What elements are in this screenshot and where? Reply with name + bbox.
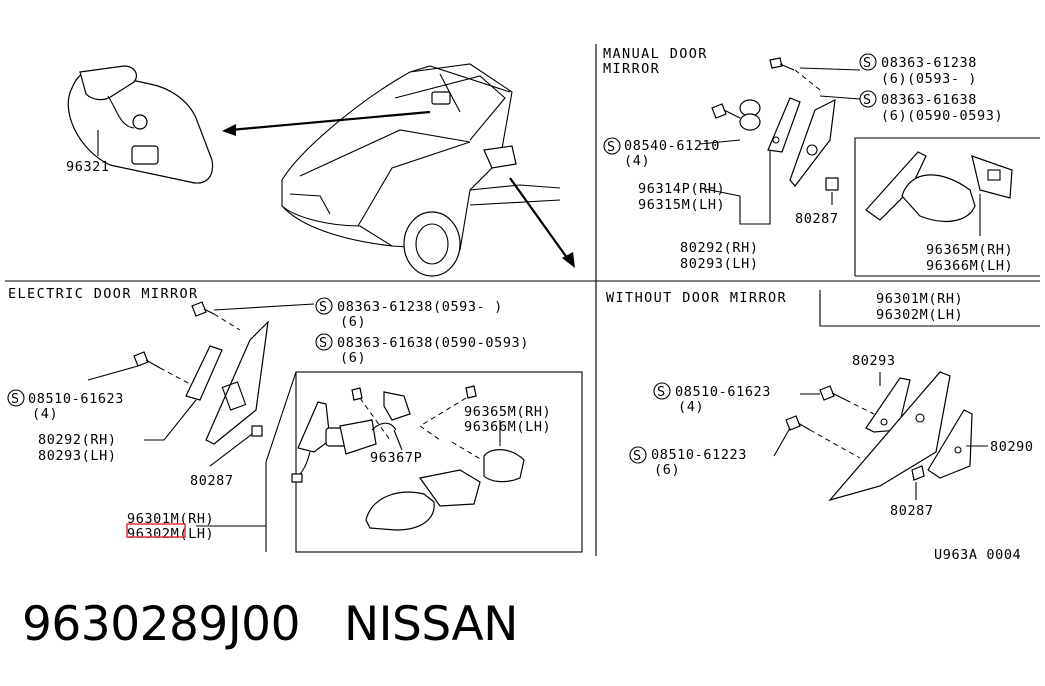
section-title-manual-1: MANUAL DOOR (603, 46, 708, 62)
label-m-mirror-lh: 96302M(LH) (876, 307, 963, 323)
footer-caption: 9630289J00 NISSAN (22, 597, 518, 652)
leader (739, 150, 771, 225)
label-e-actuator: 96367P (370, 450, 422, 466)
electric-mirror-parts (133, 301, 269, 445)
leader (699, 187, 741, 197)
leader (799, 67, 861, 71)
label-e-nut: 80287 (190, 473, 234, 489)
svg-text:S: S (607, 139, 616, 155)
highlight-box (126, 523, 186, 538)
manual-mirror-parts (711, 57, 1013, 223)
label-w-screw2-sub: (6) (654, 462, 680, 478)
label-e-screw: 08510-61623 (28, 391, 124, 407)
label-e-screw-sub: (4) (32, 406, 58, 422)
leader (209, 433, 253, 467)
label-m-bolt1: 08363-61238 (881, 55, 977, 71)
s-symbol-icon: S S (629, 382, 671, 464)
label-m-cover-rh: 96314P(RH) (638, 181, 725, 197)
label-e-mirror-lh: 96302M(LH) (127, 526, 214, 542)
diagram-code: U963A 0004 (934, 547, 1021, 563)
car-illustration (281, 63, 561, 277)
label-e-bolt1: 08363-61238(0593- ) (337, 299, 503, 315)
label-w-bracket: 80293 (852, 353, 896, 369)
label-w-screw1: 08510-61623 (675, 384, 771, 400)
leader (213, 303, 315, 311)
label-m-bracket-lh: 80293(LH) (680, 256, 759, 272)
section-title-without: WITHOUT DOOR MIRROR (606, 290, 787, 306)
label-m-screw-sub: (4) (624, 153, 650, 169)
label-w-cover: 80290 (990, 439, 1034, 455)
label-m-glass-rh: 96365M(RH) (926, 242, 1013, 258)
s-symbol-icon: S S S (603, 53, 877, 155)
svg-text:S: S (633, 448, 642, 464)
label-e-bracket-lh: 80293(LH) (38, 448, 117, 464)
callout-arrows (222, 110, 575, 268)
label-e-glass-rh: 96365M(RH) (464, 404, 551, 420)
label-e-bolt1-sub: (6) (340, 314, 366, 330)
label-w-nut: 80287 (890, 503, 934, 519)
label-e-glass-lh: 96366M(LH) (464, 419, 551, 435)
leader (773, 427, 791, 457)
svg-text:S: S (319, 335, 328, 351)
panel-dividers (5, 44, 1040, 556)
label-e-bracket-rh: 80292(RH) (38, 432, 117, 448)
leader (393, 429, 403, 451)
label-m-mirror-rh: 96301M(RH) (876, 291, 963, 307)
label-m-bracket-rh: 80292(RH) (680, 240, 759, 256)
label-w-screw2: 08510-61223 (651, 447, 747, 463)
part-number: 9630289J00 (22, 597, 301, 652)
svg-text:S: S (657, 384, 666, 400)
label-m-glass-lh: 96366M(LH) (926, 258, 1013, 274)
label-m-bolt2: 08363-61638 (881, 92, 977, 108)
without-mirror-parts (785, 371, 973, 502)
label-w-screw1-sub: (4) (678, 399, 704, 415)
inset-connector (265, 371, 297, 552)
svg-text:S: S (11, 391, 20, 407)
label-m-bolt2-sub: (6)(0590-0593) (881, 108, 1003, 124)
label-m-nut: 80287 (795, 211, 839, 227)
inner-mirror-label: 96321 (66, 159, 110, 175)
inner-mirror-illustration (67, 65, 214, 184)
label-m-cover-lh: 96315M(LH) (638, 197, 725, 213)
leader (144, 399, 197, 441)
section-title-electric: ELECTRIC DOOR MIRROR (8, 286, 199, 302)
leader (699, 139, 741, 145)
label-e-mirror-rh: 96301M(RH) (127, 511, 214, 527)
label-e-bolt2-sub: (6) (340, 350, 366, 366)
section-title-manual-2: MIRROR (603, 61, 660, 77)
svg-text:S: S (319, 299, 328, 315)
s-symbol-icon: S S S (7, 297, 333, 407)
label-m-bolt1-sub: (6)(0593- ) (881, 71, 977, 87)
leader (87, 365, 139, 381)
electric-inset-parts (291, 385, 525, 531)
electric-inset-box (295, 371, 583, 553)
leader (819, 95, 861, 100)
svg-text:S: S (863, 55, 872, 71)
label-m-screw: 08540-61210 (624, 138, 720, 154)
svg-text:S: S (863, 92, 872, 108)
label-e-bolt2: 08363-61638(0590-0593) (337, 335, 529, 351)
brand-name: NISSAN (344, 597, 518, 652)
